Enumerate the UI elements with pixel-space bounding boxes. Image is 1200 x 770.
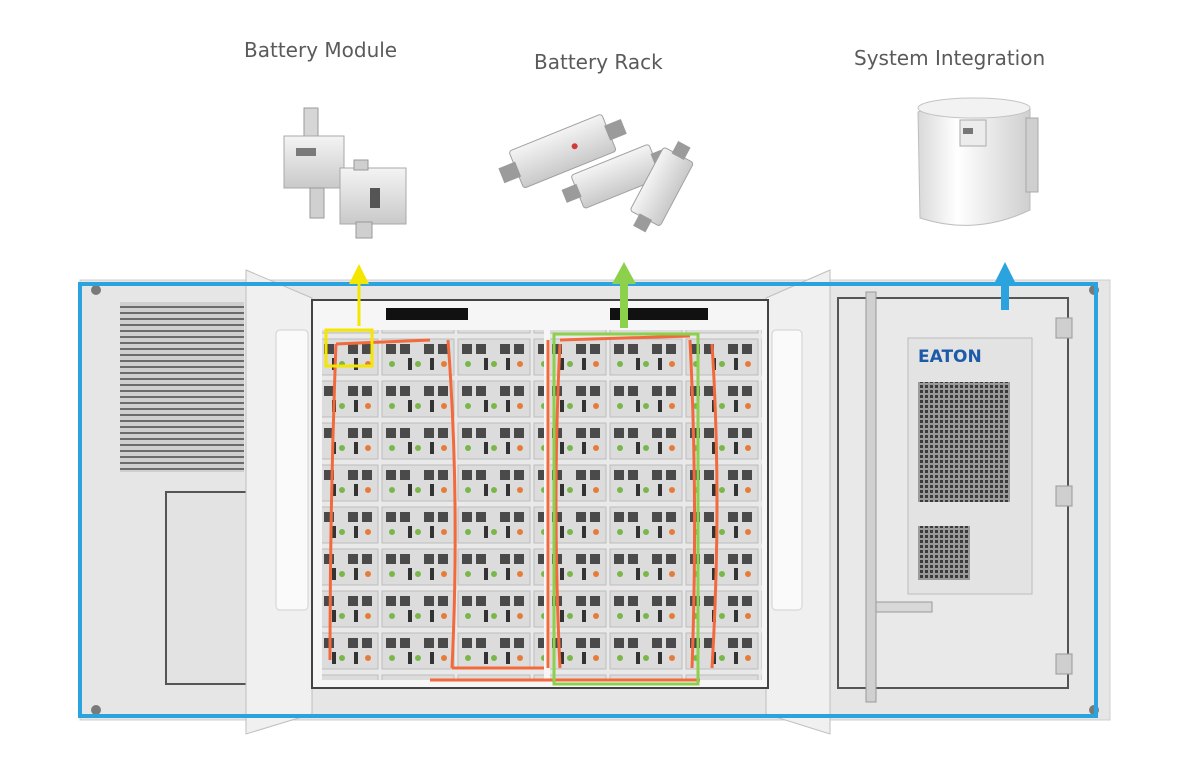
arrow-up-icon-system bbox=[994, 262, 1016, 310]
rack-group-left bbox=[322, 330, 544, 680]
label-system-integration: System Integration bbox=[854, 46, 1046, 70]
system-highlight-frame bbox=[78, 282, 1098, 718]
eaton-logo: EATON bbox=[918, 347, 982, 367]
label-battery-rack: Battery Rack bbox=[534, 50, 663, 74]
rack-fuse-group-icon bbox=[498, 114, 694, 233]
vent-grille-large bbox=[918, 382, 1010, 502]
power-cables bbox=[328, 334, 719, 682]
left-access-door bbox=[165, 491, 249, 685]
locking-bar bbox=[865, 291, 877, 703]
module-highlight-box bbox=[324, 328, 374, 368]
system-cylindrical-fuse-icon bbox=[917, 97, 1039, 226]
rack-highlight-box bbox=[552, 332, 700, 686]
module-fuse-icon bbox=[283, 107, 407, 239]
vent-grille-small bbox=[918, 526, 970, 580]
rack-group-right bbox=[550, 330, 762, 680]
container: EATON bbox=[79, 269, 1111, 735]
label-battery-module: Battery Module bbox=[244, 38, 398, 62]
arrow-up-icon-rack bbox=[612, 262, 636, 328]
arrow-up-icon-module bbox=[349, 264, 369, 326]
left-louver bbox=[120, 302, 244, 472]
door-handle bbox=[875, 601, 933, 613]
